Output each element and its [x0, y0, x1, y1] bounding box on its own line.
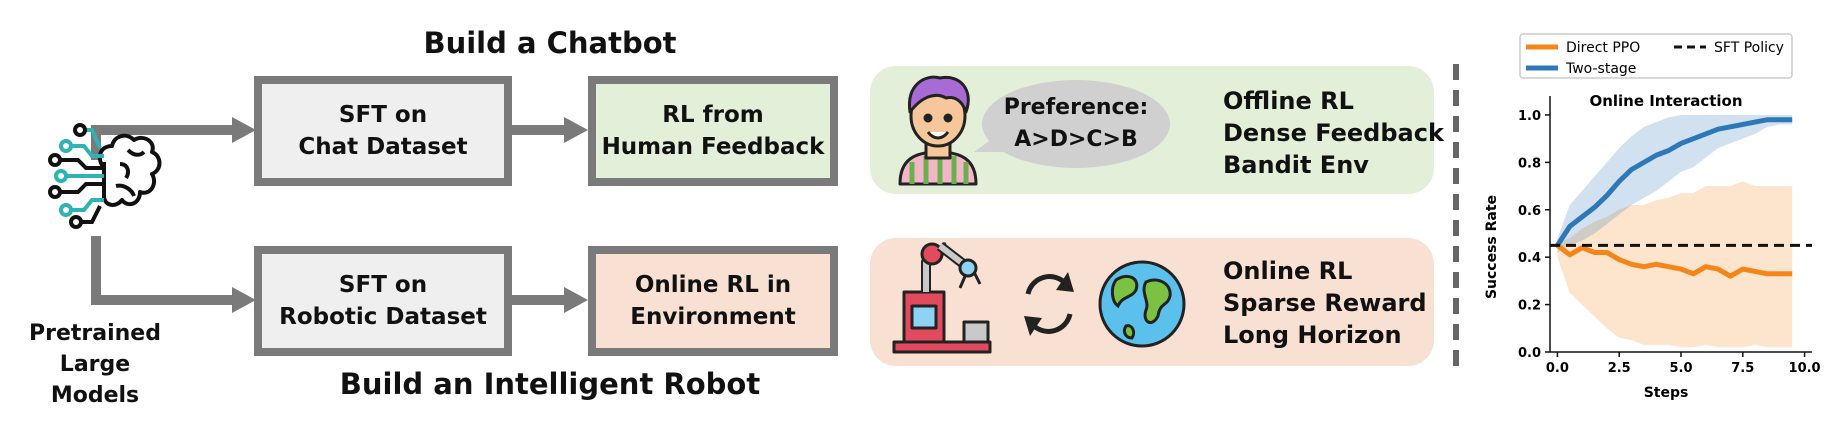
band-direct-ppo — [1557, 181, 1793, 348]
diagram-connectors — [48, 117, 588, 313]
plot-area: 0.0 0.2 0.4 0.6 0.8 1.0 0.0 2.5 5.0 7.5 10.0 — [1518, 96, 1821, 376]
arrowhead-sft-robot — [232, 287, 256, 313]
x-tick-label: 7.5 — [1731, 361, 1754, 376]
x-tick-label: 2.5 — [1608, 361, 1631, 376]
preference-text: Preference: A>D>C>B — [1003, 95, 1149, 152]
chatbot-title: Build a Chatbot — [423, 26, 677, 60]
person-icon — [898, 75, 978, 186]
y-tick-label: 1.0 — [1518, 109, 1541, 124]
y-axis-label: Success Rate — [1484, 195, 1500, 299]
y-tick-label: 0.4 — [1518, 251, 1541, 266]
legend-label-sft-policy: SFT Policy — [1714, 40, 1784, 56]
x-tick-label: 0.0 — [1546, 361, 1569, 376]
dashed-separator — [1453, 64, 1459, 376]
series-line-two-stage — [1555, 117, 1793, 247]
arrowhead-sft-chat — [232, 117, 256, 143]
arrow-to-sft-robot — [91, 236, 232, 305]
globe-icon — [1098, 260, 1186, 348]
legend-label-direct-ppo: Direct PPO — [1566, 40, 1640, 56]
chatbot-properties: Offline RL Dense Feedback Bandit Env — [1223, 87, 1444, 179]
speech-bubble-icon — [974, 80, 1170, 168]
arrowhead-online-rl — [564, 287, 588, 313]
arrowhead-rlhf — [564, 117, 588, 143]
circuit-icon — [48, 123, 104, 229]
panel-illustrations — [892, 75, 1186, 354]
series-line-direct-ppo — [1555, 243, 1793, 279]
y-tick-label: 0.0 — [1518, 346, 1541, 361]
robot-properties: Online RL Sparse Reward Long Horizon — [1223, 257, 1427, 349]
robot-title: Build an Intelligent Robot — [339, 367, 761, 401]
x-axis-label: Steps — [1644, 385, 1689, 401]
robot-arm-icon — [892, 241, 992, 354]
legend-box — [1519, 33, 1793, 79]
cycle-icon — [1024, 272, 1074, 336]
arrow-to-sft-chat — [91, 125, 232, 160]
pretrained-label: Pretrained Large Models — [29, 321, 161, 408]
y-tick-label: 0.6 — [1518, 204, 1541, 219]
success-rate-chart: Direct PPO Two-stage SFT Policy Online I… — [1484, 33, 1821, 401]
legend-label-two-stage: Two-stage — [1565, 61, 1636, 77]
x-tick-label: 5.0 — [1669, 361, 1692, 376]
y-tick-label: 0.2 — [1518, 299, 1541, 314]
brain-icon — [97, 133, 162, 207]
x-tick-label: 10.0 — [1789, 361, 1821, 376]
band-two-stage — [1557, 114, 1793, 253]
y-tick-label: 0.8 — [1518, 156, 1541, 171]
chart-title: Online Interaction — [1589, 92, 1742, 110]
